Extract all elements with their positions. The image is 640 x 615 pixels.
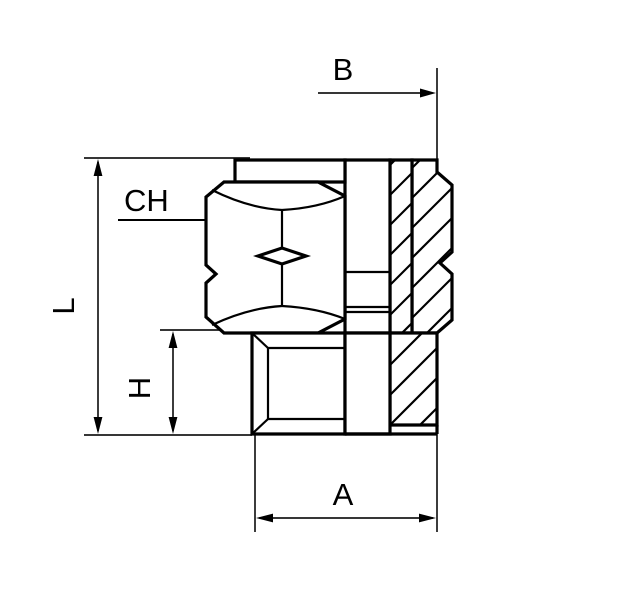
dimension-label-a: A bbox=[333, 477, 354, 512]
hex-chamfer-arc-bottom-right bbox=[281, 304, 346, 321]
hex-chamfer-arc-bottom-left bbox=[211, 304, 283, 326]
dimension-l-arrow-down bbox=[93, 417, 103, 434]
hatching-lower-right bbox=[390, 333, 437, 425]
dimension-b-arrow-right bbox=[420, 88, 436, 98]
hex-chamfer-arc-right bbox=[281, 194, 346, 212]
hex-top-cap bbox=[233, 158, 347, 184]
hatching-upper-right bbox=[412, 160, 452, 333]
section-outline-upper-right bbox=[410, 158, 454, 335]
section-outline-lower-right bbox=[388, 331, 439, 427]
dimension-label-l: L bbox=[46, 297, 81, 314]
dimension-l-arrow-up bbox=[93, 159, 103, 176]
dimension-a-arrow-right bbox=[419, 513, 436, 523]
section-outline-middle bbox=[388, 158, 414, 335]
dimension-label-b: B bbox=[333, 52, 354, 87]
lower-boss-chamfer-top-left bbox=[251, 332, 269, 349]
dimension-label-h: H bbox=[122, 377, 157, 399]
dimension-a-arrow-left bbox=[256, 513, 273, 523]
lower-middle-block bbox=[343, 331, 392, 436]
thread-relief-notch bbox=[436, 171, 453, 186]
dimension-label-ch: CH bbox=[124, 183, 169, 218]
hex-chamfer-arc-left bbox=[211, 189, 283, 212]
lower-boss-chamfer-bottom-left bbox=[251, 418, 269, 435]
dimension-b bbox=[318, 68, 438, 162]
dimension-l bbox=[84, 157, 252, 436]
dimension-h-arrow-down bbox=[168, 417, 178, 434]
dimension-a bbox=[254, 424, 438, 532]
hex-center-lens-marker bbox=[252, 246, 312, 266]
dimension-h bbox=[160, 329, 252, 434]
dimension-h-arrow-up bbox=[168, 331, 178, 348]
